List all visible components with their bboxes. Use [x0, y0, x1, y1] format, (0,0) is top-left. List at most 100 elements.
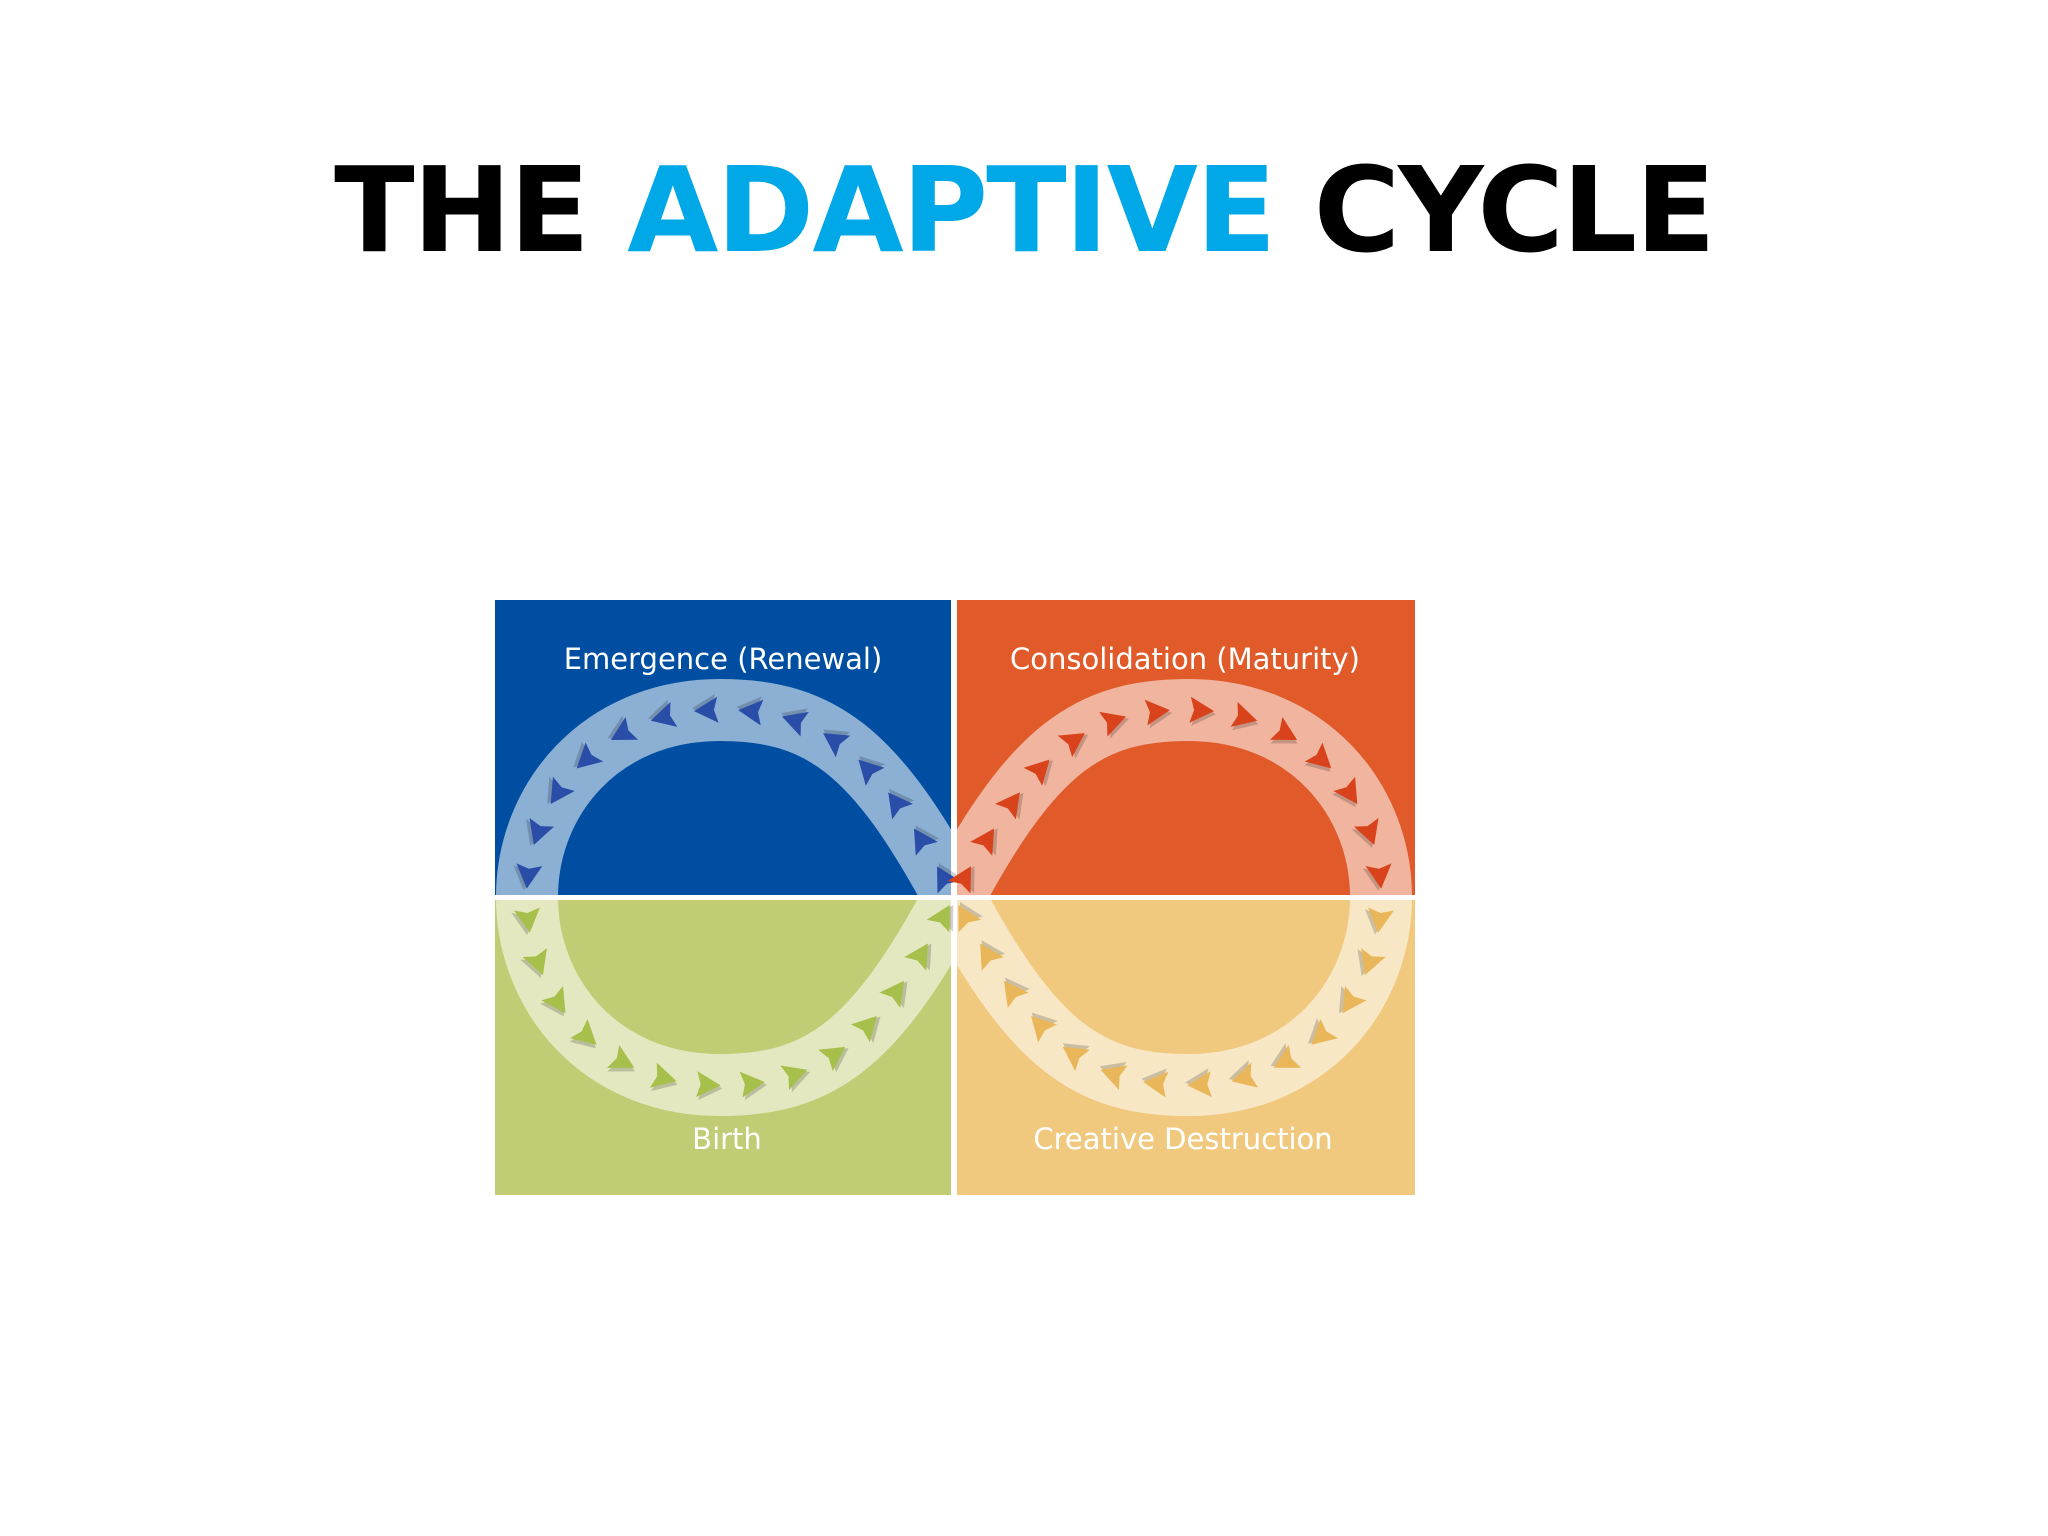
cycle-arrow-head: [541, 986, 566, 1014]
cycle-arrow-head: [516, 863, 543, 889]
cycle-arrow-head: [947, 866, 971, 894]
cycle-arrow-head: [1231, 1062, 1258, 1088]
cycle-arrow-icon: [1189, 696, 1216, 726]
cycle-arrow-icon: [1269, 717, 1298, 744]
cycle-arrow-icon: [1057, 733, 1089, 759]
cycle-arrow-head: [1230, 701, 1258, 727]
cycle-arrow-head: [1057, 733, 1085, 758]
cycle-arrow-icon: [650, 1062, 678, 1092]
cycle-arrow-icon: [980, 940, 1006, 971]
cycle-arrow-head: [1004, 980, 1029, 1008]
cycle-arrow-icon: [1031, 1012, 1058, 1043]
cycle-arrow-head: [576, 742, 604, 769]
cycle-arrow-icon: [607, 715, 639, 740]
cycle-arrow-head: [738, 699, 764, 726]
cycle-arrow-head: [570, 1018, 597, 1045]
cycle-arrow-icon: [1331, 776, 1358, 808]
cycle-arrow-icon: [823, 729, 851, 758]
cycle-arrow-head: [913, 828, 938, 856]
cycle-arrow-head: [1189, 696, 1215, 723]
cycle-arrow-icon: [1062, 1043, 1090, 1072]
cycle-arrow-icon: [818, 1046, 849, 1073]
cycle-arrow-head: [696, 1071, 721, 1098]
cycle-arrow-head: [1311, 1018, 1338, 1045]
cycle-arrow-icon: [520, 948, 547, 979]
cycle-arrow-icon: [879, 980, 908, 1009]
cycle-arrow-head: [529, 817, 555, 845]
cycle-arrow-icon: [739, 1071, 768, 1101]
cycle-arrow-icon: [736, 696, 764, 726]
cycle-arrow-head: [693, 696, 719, 723]
cycle-arrow-icon: [1307, 1018, 1338, 1045]
cycle-arrow-icon: [539, 986, 566, 1017]
cycle-arrow-icon: [1228, 1060, 1258, 1088]
cycle-arrow-icon: [1099, 1061, 1128, 1091]
cycle-arrow-icon: [1362, 863, 1392, 891]
cycle-arrow-head: [1368, 907, 1394, 933]
cycle-arrow-head: [1361, 948, 1386, 976]
cycle-arrow-icon: [970, 828, 998, 856]
adaptive-cycle-diagram: Emergence (Renewal) Consolidation (Matur…: [495, 600, 1415, 1195]
title-part-1: THE: [334, 141, 628, 279]
cycle-arrow-head: [739, 1071, 765, 1098]
cycle-arrow-head: [1062, 1046, 1090, 1072]
cycle-arrow-icon: [696, 1071, 723, 1101]
cycle-arrow-head: [1144, 699, 1170, 726]
cycle-arrow-head: [607, 1044, 635, 1068]
cycle-arrow-icon: [1338, 986, 1367, 1014]
cycle-arrow-icon: [995, 792, 1024, 820]
cycle-arrow-head: [1333, 776, 1358, 804]
cycle-arrow-head: [1342, 986, 1367, 1014]
cycle-arrow-head: [550, 776, 575, 804]
cycle-arrow-head: [970, 828, 995, 856]
cycle-arrow-icon: [1099, 711, 1129, 739]
cycle-arrow-icon: [1270, 1043, 1301, 1068]
cycle-arrow-head: [1187, 1071, 1212, 1098]
cycle-arrow-icon: [958, 901, 983, 933]
cycle-arrow-icon: [904, 943, 932, 971]
cycle-arrow-icon: [1141, 1068, 1169, 1098]
cycle-arrow-icon: [947, 865, 975, 894]
cycle-arrow-icon: [573, 741, 604, 769]
cycle-arrow-icon: [1023, 759, 1054, 787]
cycle-arrow-head: [1143, 1071, 1169, 1098]
cycle-arrow-head: [1023, 759, 1050, 786]
cycle-arrow-icon: [1351, 817, 1379, 848]
cycle-arrow-icon: [547, 776, 575, 805]
label-emergence: Emergence (Renewal): [563, 642, 883, 676]
cycle-arrow-head: [904, 943, 928, 971]
cycle-arrow-icon: [926, 904, 954, 933]
label-creative-destruction: Creative Destruction: [1033, 1122, 1333, 1156]
cycle-arrow-icon: [1185, 1068, 1212, 1098]
cycle-arrow-icon: [937, 863, 962, 894]
cycle-arrow-head: [780, 1065, 808, 1091]
cycle-arrow-icon: [1304, 742, 1332, 772]
cycle-arrow-head: [781, 711, 809, 737]
cycle-arrow-icon: [691, 693, 719, 723]
cycle-arrow-head: [888, 792, 913, 820]
cycle-arrow-icon: [607, 1044, 635, 1072]
cycle-arrow-icon: [1230, 701, 1259, 731]
title-part-3: CYCLE: [1274, 141, 1716, 279]
cycle-arrow-icon: [858, 756, 886, 786]
cycle-arrow-icon: [888, 788, 915, 820]
cycle-arrow-icon: [1144, 699, 1173, 729]
cycle-arrow-icon: [851, 1016, 881, 1043]
cycle-arrow-icon: [1004, 977, 1030, 1008]
cycle-arrow-head: [958, 905, 982, 933]
cycle-arrow-head: [818, 1046, 846, 1072]
cycle-arrow-icon: [511, 907, 540, 936]
cycle-arrow-head: [980, 943, 1004, 971]
cycle-arrow-head: [514, 907, 540, 933]
cycle-arrow-icon: [913, 825, 940, 856]
cycle-arrow-head: [1353, 817, 1379, 845]
cycle-arrow-head: [1304, 742, 1332, 769]
page-title: THE ADAPTIVE CYCLE: [0, 140, 2048, 280]
label-birth: Birth: [692, 1122, 762, 1156]
cycle-arrow-head: [879, 980, 904, 1008]
title-accent-word: ADAPTIVE: [627, 141, 1276, 279]
cycle-arrow-head: [995, 792, 1020, 820]
cycle-arrow-head: [1273, 1044, 1301, 1068]
cycle-arrow-head: [1031, 1016, 1057, 1043]
cycle-arrow-head: [937, 866, 961, 894]
